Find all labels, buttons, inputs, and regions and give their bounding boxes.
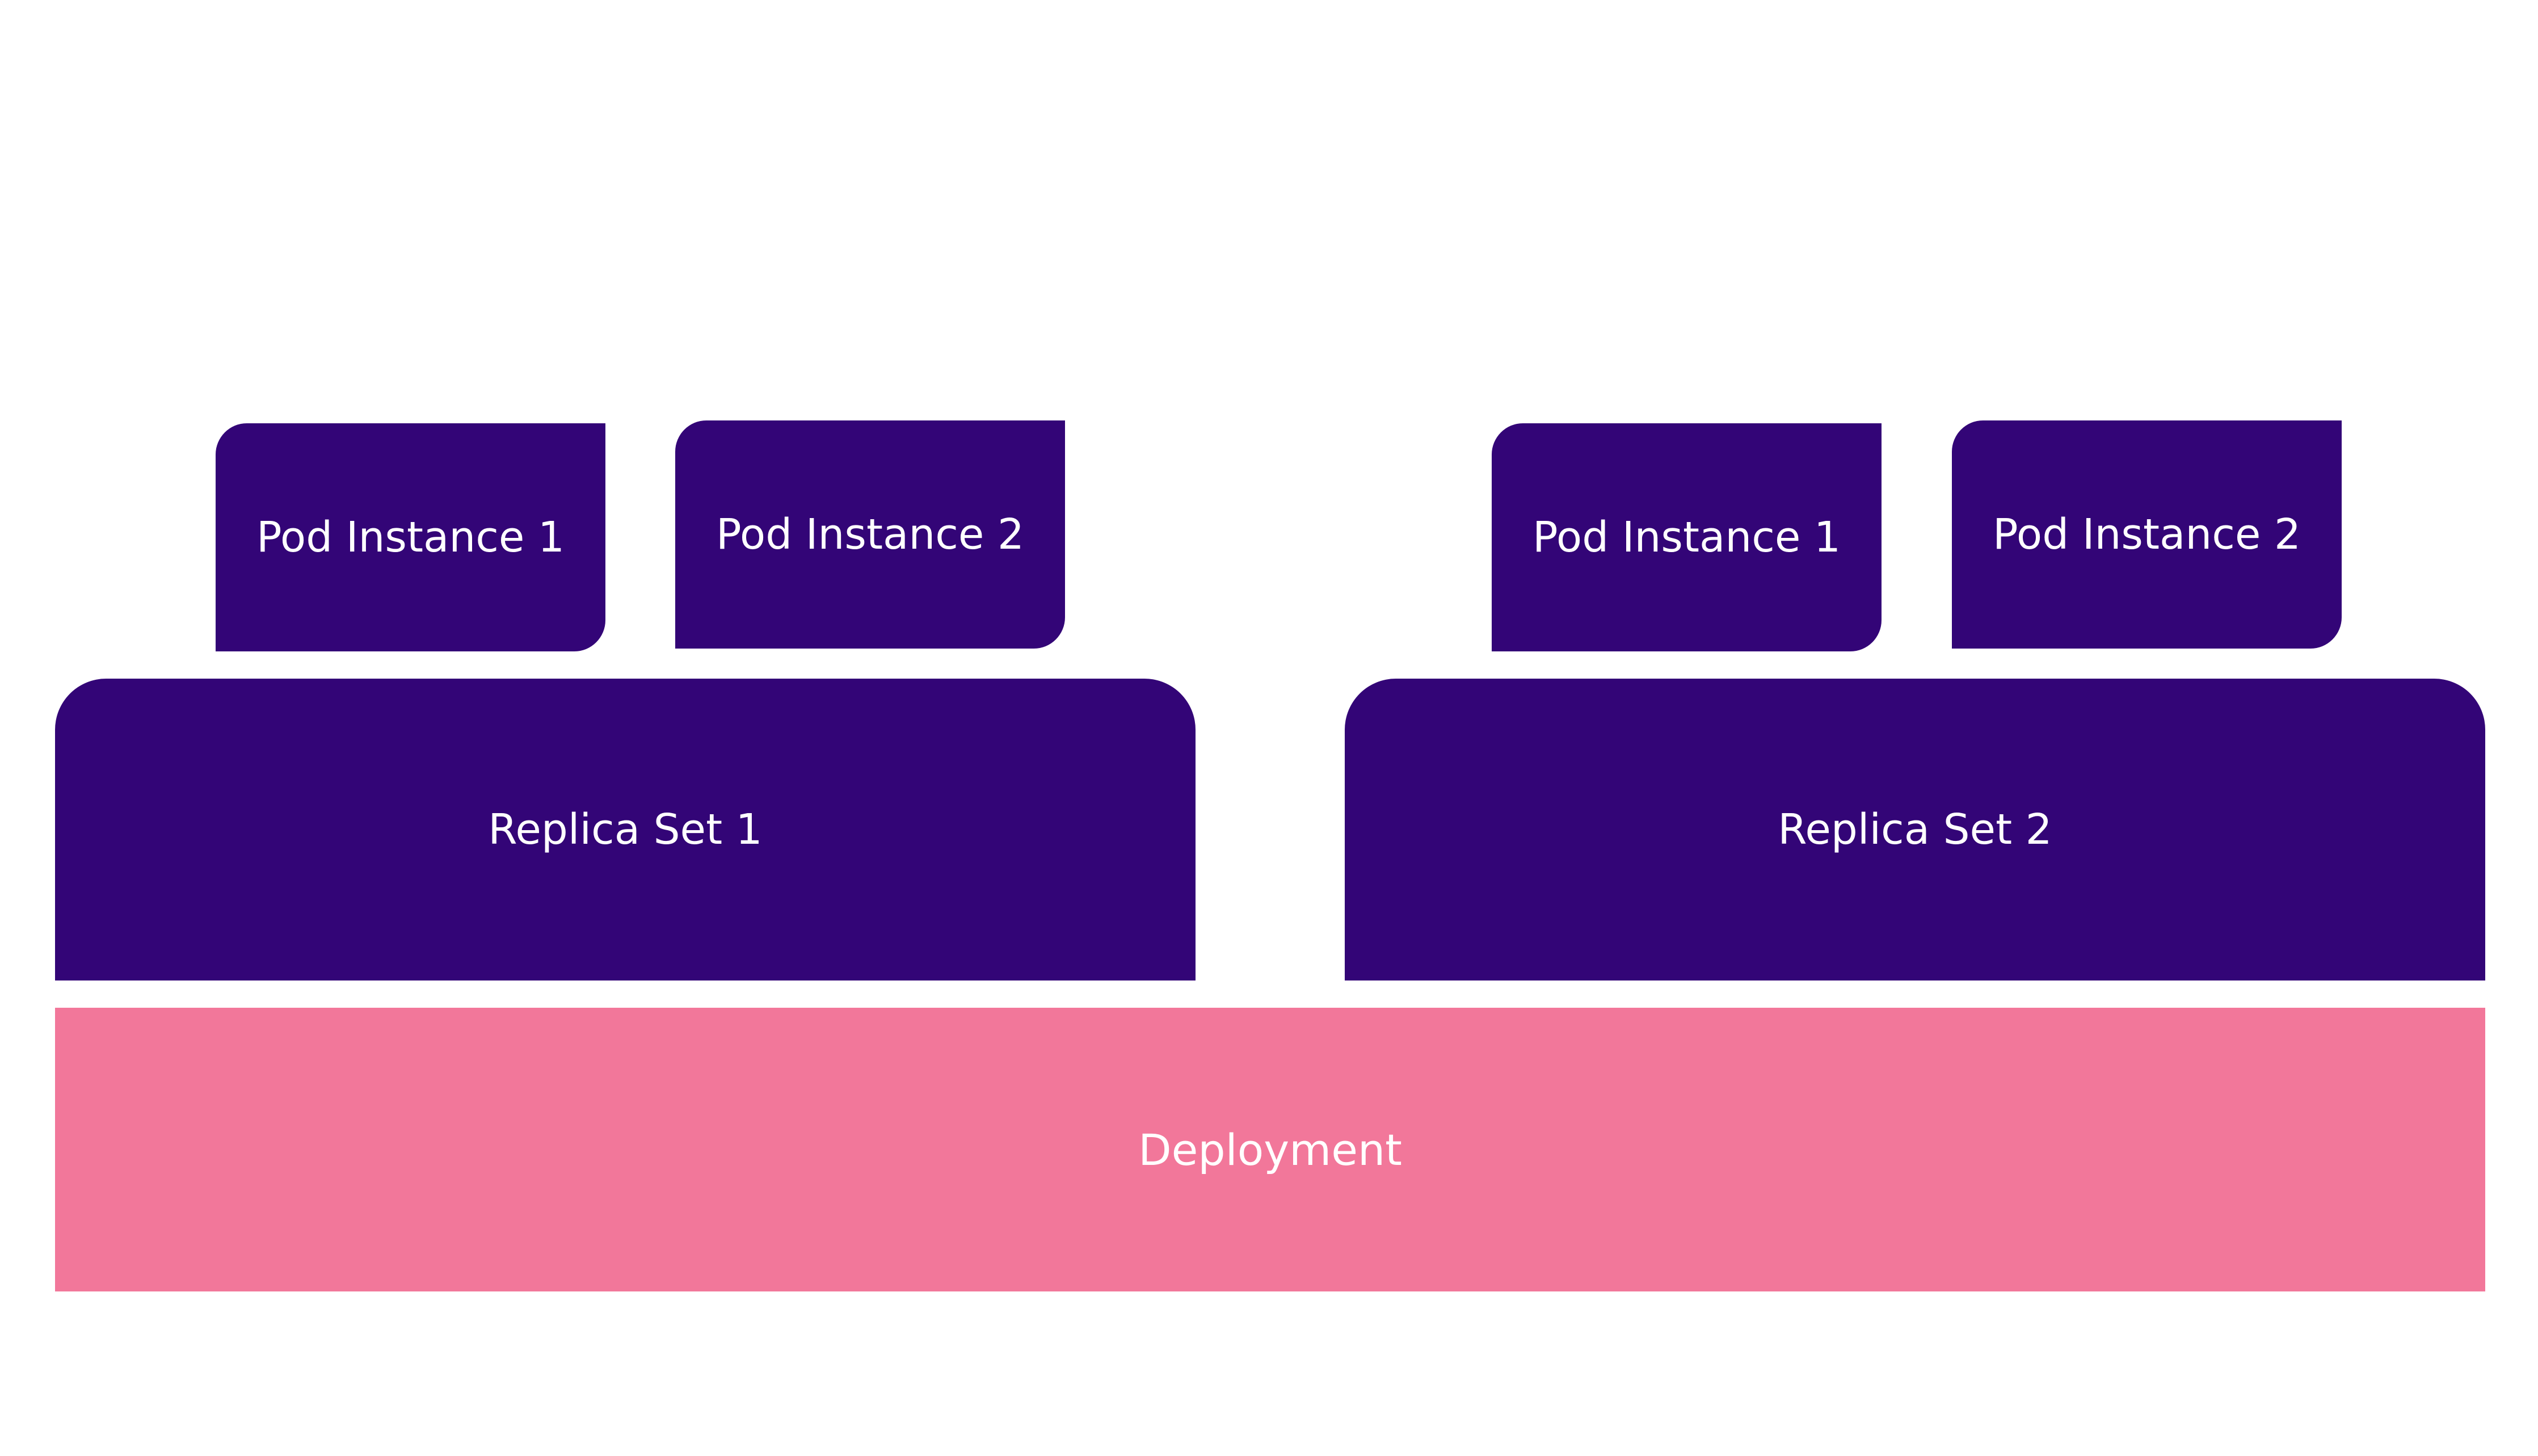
replica-set-label: Replica Set 2: [1778, 805, 2052, 854]
pod-instance-box: Pod Instance 1: [216, 423, 605, 651]
pod-instance-box: Pod Instance 1: [1492, 423, 1882, 651]
pod-instance-label: Pod Instance 1: [256, 513, 565, 562]
deployment-label: Deployment: [1138, 1124, 1402, 1175]
replica-set-box: Replica Set 2: [1345, 679, 2485, 981]
pod-instance-label: Pod Instance 2: [1992, 510, 2301, 559]
pod-instance-label: Pod Instance 1: [1532, 513, 1841, 562]
replica-set-label: Replica Set 1: [488, 805, 763, 854]
pod-instance-box: Pod Instance 2: [675, 420, 1065, 649]
replica-set-box: Replica Set 1: [55, 679, 1196, 981]
pod-instance-label: Pod Instance 2: [715, 510, 1025, 559]
deployment-box: Deployment: [55, 1008, 2485, 1291]
pod-instance-box: Pod Instance 2: [1952, 420, 2342, 649]
